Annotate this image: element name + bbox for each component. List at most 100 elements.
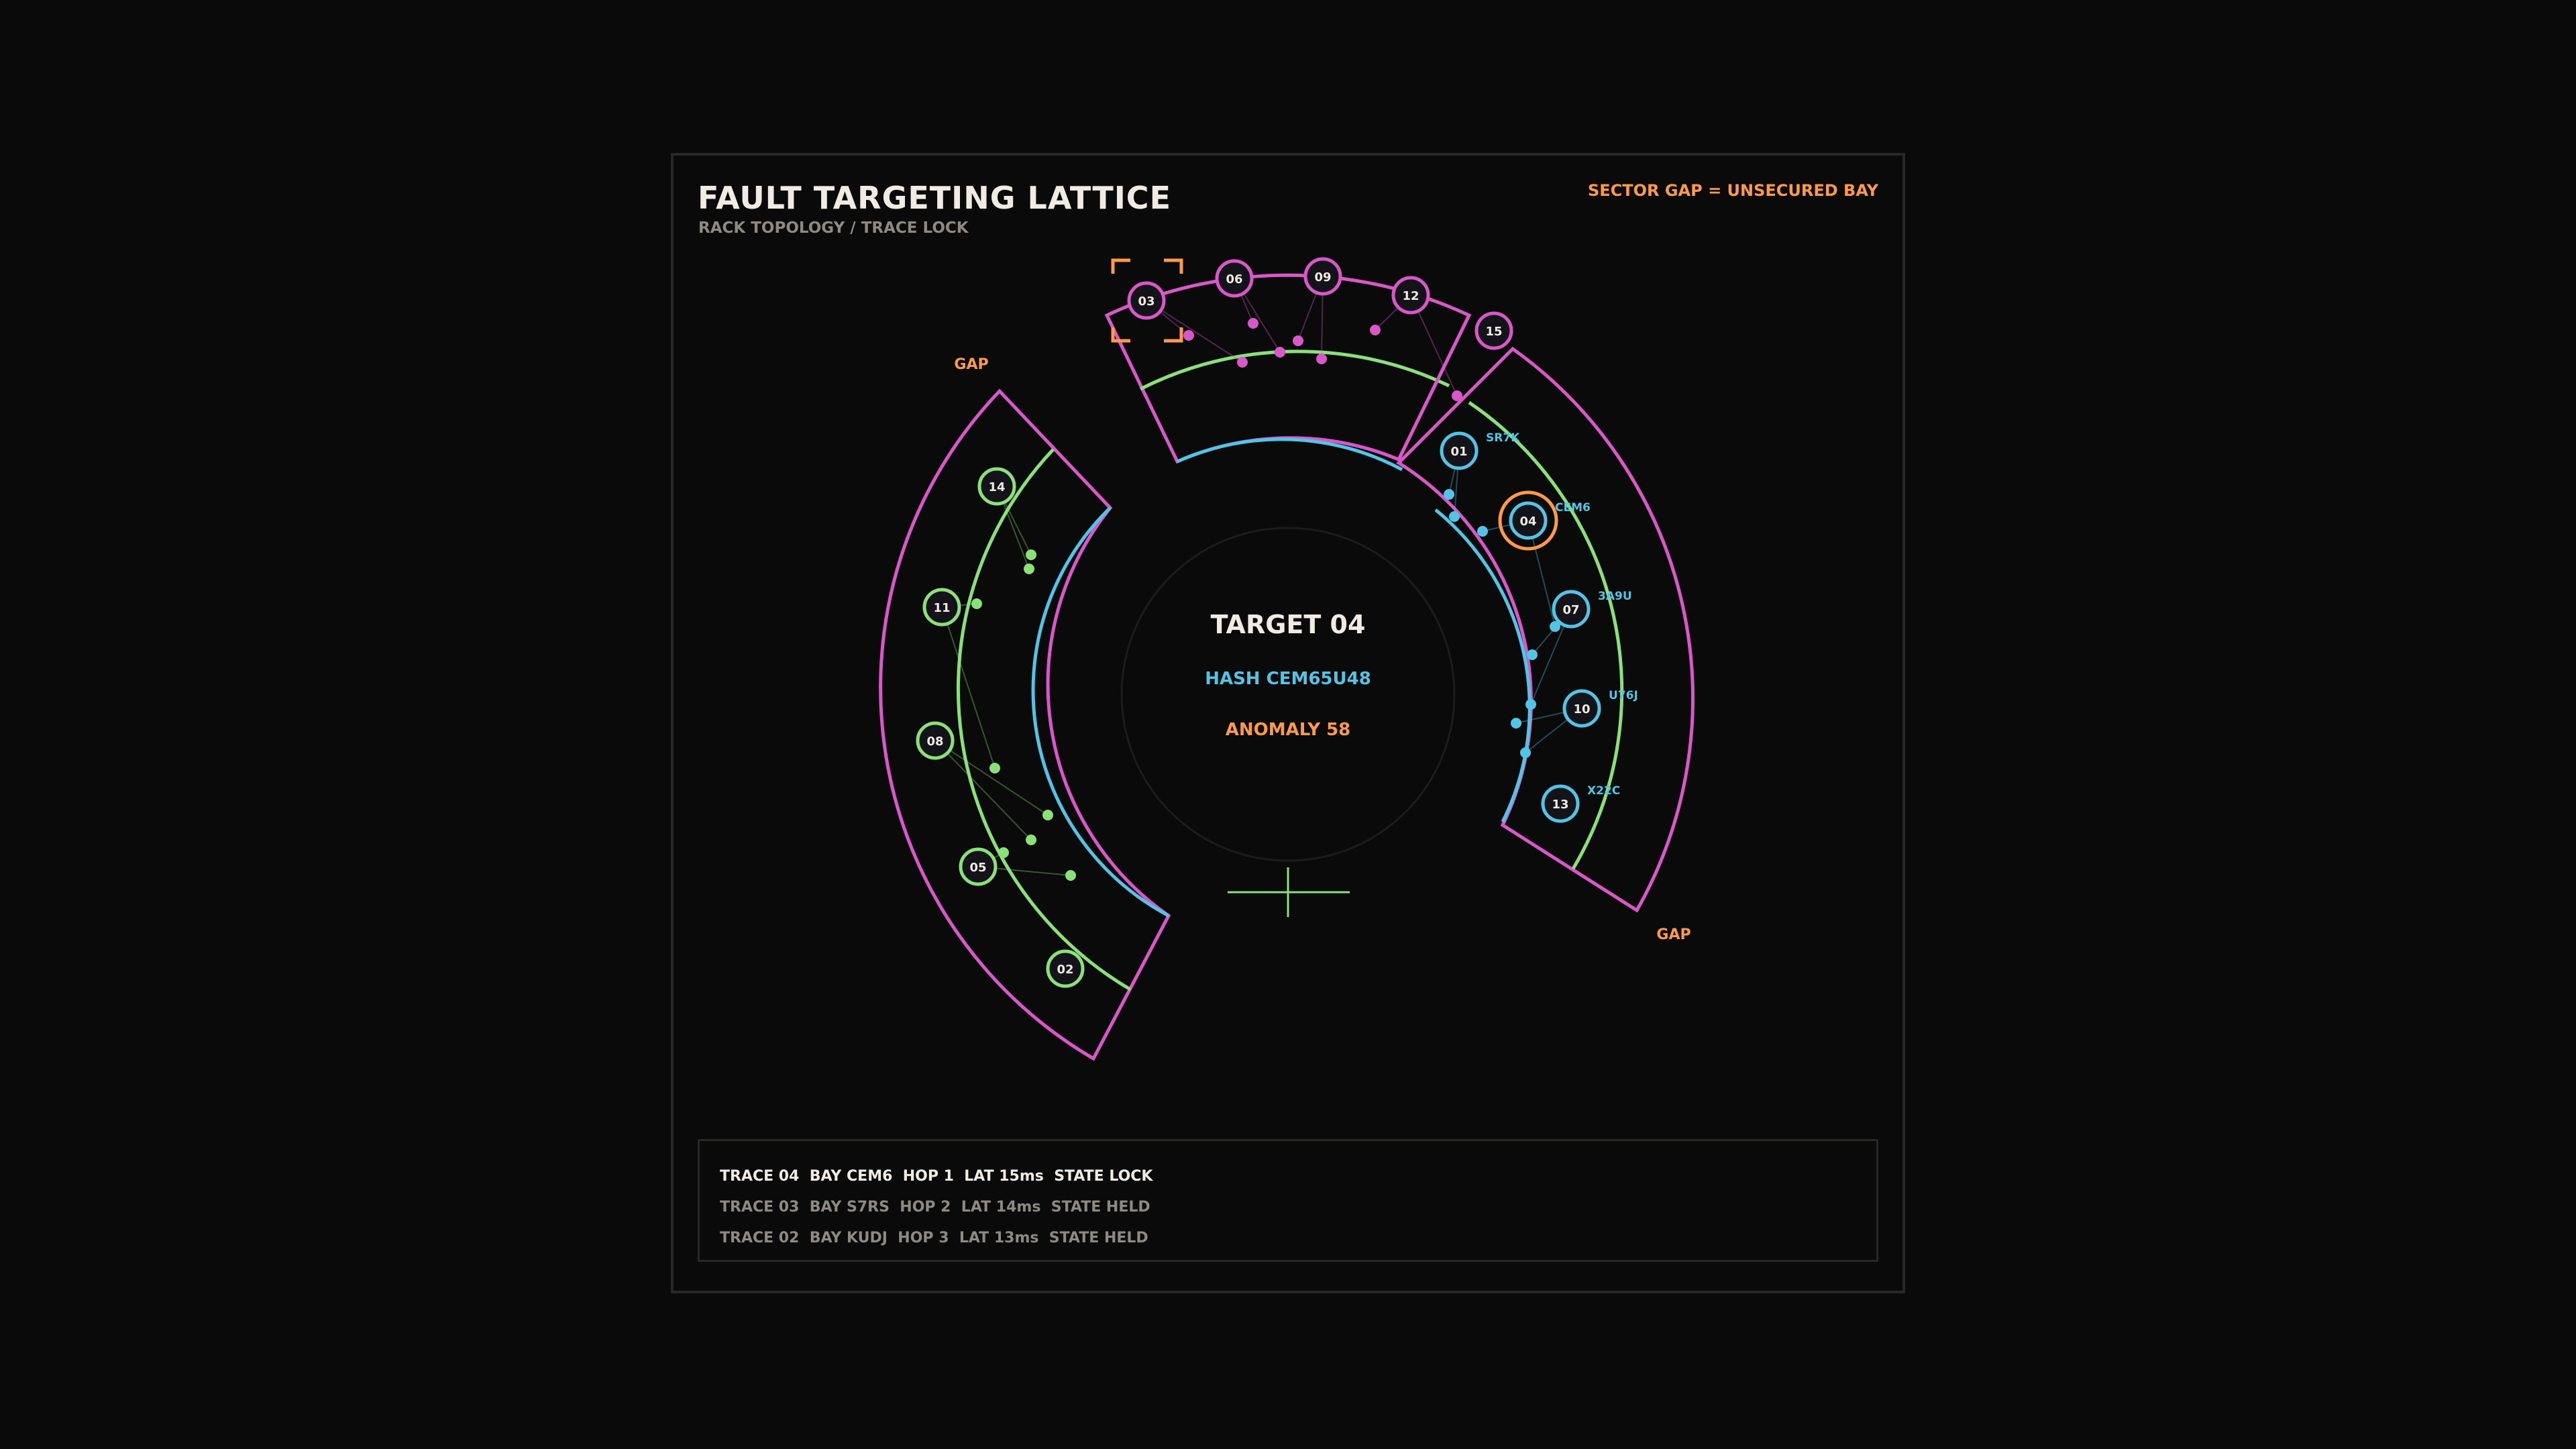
node-label: 15 [1485,325,1502,339]
relay-dot [1550,621,1560,632]
node-circle [977,467,1016,506]
sector-cyan-divider [1397,314,1471,461]
trace-log-row[interactable]: TRACE 04 BAY CEM6 HOP 1 LAT 15ms STATE L… [720,1168,1153,1185]
target-ring [1498,490,1558,551]
node-label: 11 [933,601,950,615]
node-08[interactable]: 08 [916,721,955,760]
trace-link [934,740,1049,816]
node-circle [1215,259,1254,298]
node-circle [1562,689,1601,728]
node-07[interactable]: 07 3A9U [1552,590,1632,629]
trace-link [934,740,1032,841]
node-04[interactable]: 04 CEM6 [1498,490,1591,551]
node-circle [1127,281,1166,320]
node-tag: 3A9U [1598,590,1632,603]
node-circle [959,847,998,886]
relay-dot [1370,325,1381,335]
node-label: 13 [1552,798,1568,812]
node-tag: CEM6 [1555,501,1591,515]
node-label: 12 [1402,289,1419,303]
relay-dot [989,763,1000,773]
node-15[interactable]: 15 [1474,311,1513,350]
sector-cyan-core [1176,437,1532,823]
sector-green-core [1031,506,1170,918]
node-13[interactable]: 13 X22C [1541,784,1620,823]
node-01[interactable]: 01 SR7K [1440,431,1520,470]
gap-label-left: GAP [954,356,988,373]
node-label: 06 [1226,272,1242,286]
relay-dot [1527,649,1538,660]
node-label: 09 [1314,270,1331,284]
hash-label: HASH CEM65U48 [1205,669,1371,689]
page-title: FAULT TARGETING LATTICE [698,180,1171,216]
node-label: 03 [1138,294,1155,309]
sector-cyan-outline [1396,346,1695,913]
node-circle [1391,276,1430,315]
relay-dot [1316,354,1327,364]
gap-label-right: GAP [1656,926,1690,943]
page-subtitle: RACK TOPOLOGY / TRACE LOCK [698,219,969,237]
trace-log: TRACE 04 BAY CEM6 HOP 1 LAT 15ms STATE L… [698,1139,1878,1262]
relay-dot [1477,526,1488,537]
relay-dot [1065,870,1076,881]
relay-dot [1042,810,1053,820]
relay-dot [971,598,982,609]
trace-log-row[interactable]: TRACE 02 BAY KUDJ HOP 3 LAT 13ms STATE H… [720,1230,1148,1246]
node-label: 14 [988,480,1005,494]
node-12[interactable]: 12 [1391,276,1430,315]
node-label: 07 [1562,603,1579,617]
node-circle [1552,590,1591,629]
node-circle [1303,257,1342,296]
node-05[interactable]: 05 [959,847,998,886]
node-circle [1440,431,1479,470]
node-tag: SR7K [1486,431,1520,445]
node-tag: U76J [1609,689,1638,702]
anomaly-label: ANOMALY 58 [1226,720,1351,740]
relay-dot [1275,347,1285,358]
trace-links [934,276,1582,881]
node-label: 01 [1450,445,1467,459]
relay-dot [1452,390,1462,401]
relay-dot [1026,549,1036,560]
sector-green-outline [879,388,1171,1061]
relay-dot [1024,564,1034,574]
relay-dot [1520,747,1531,758]
center-ring [1120,527,1456,862]
lattice-panel [671,153,1905,1293]
node-circle [1046,949,1085,988]
node-circle [1541,784,1580,823]
node-14[interactable]: 14 [977,467,1016,506]
gap-legend: SECTOR GAP = UNSECURED BAY [1587,181,1878,200]
node-label: 05 [969,861,986,875]
sector-magenta-inner [1139,350,1450,391]
trace-link [941,606,996,769]
node-label: 02 [1057,963,1073,977]
node-circle [916,721,955,760]
node-label: 04 [1519,515,1536,529]
node-09[interactable]: 09 [1303,257,1342,296]
relay-dot [1237,357,1248,368]
node-10[interactable]: 10 U76J [1562,689,1638,728]
node-11[interactable]: 11 [922,588,961,627]
relay-dot [1293,335,1303,346]
sector-green-ring [956,448,1132,991]
node-tag: X22C [1587,784,1620,798]
relay-dot [1525,699,1536,710]
node-label: 10 [1573,702,1590,716]
node-circle [1509,501,1548,540]
relay-dot [1183,330,1194,341]
node-06[interactable]: 06 [1215,259,1254,298]
relay-dot [1449,511,1460,522]
relay-dot [1444,489,1454,500]
node-layer: 03 06 09 12 15 01 SR7K 04 CEM6 07 3A9U 10 U76J 13 X22C… [916,257,1638,988]
trace-log-row[interactable]: TRACE 03 BAY S7RS HOP 2 LAT 14ms STATE H… [720,1199,1150,1216]
node-label: 08 [926,735,943,749]
node-circle [922,588,961,627]
bracket-marker [1111,258,1183,343]
node-03[interactable]: 03 [1111,258,1183,343]
sector-rings [879,273,1695,1061]
target-label: TARGET 04 [1211,610,1366,639]
node-02[interactable]: 02 [1046,949,1085,988]
relay-dot [1026,835,1036,845]
